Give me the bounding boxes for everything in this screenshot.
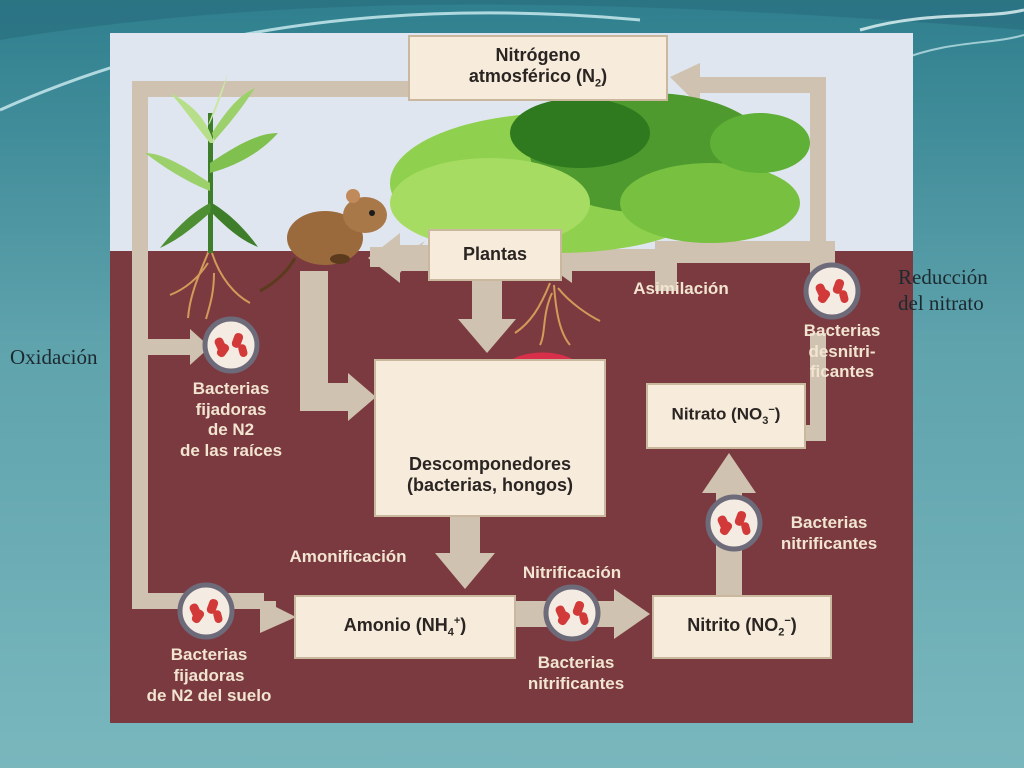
diagram-artwork <box>132 63 913 723</box>
nitrifying-bacteria-bottom-label: Bacterias nitrificantes <box>527 653 625 693</box>
decomposers-line2: (bacterias, hongos) <box>406 475 574 496</box>
denitrifying-bacteria-icon <box>806 265 858 317</box>
ammonification-label: Amonificación <box>289 547 407 566</box>
nitrate-reduction-label: Reducción del nitrato <box>898 265 988 316</box>
left-plant <box>145 73 278 253</box>
assimilation-label: Asimilación <box>633 279 729 298</box>
nitrogen-cycle-diagram: Nitrógeno atmosférico (N2) Plantas Desco… <box>110 33 913 723</box>
nitrifying-bacteria-right-label: Bacterias nitrificantes <box>780 513 878 553</box>
soil-fixing-bacteria-label: Bacterias fijadoras de N2 del suelo <box>146 645 272 706</box>
root-bacteria-icon <box>205 319 257 371</box>
decomposers-line1: Descomponedores <box>408 453 572 474</box>
atmospheric-nitrogen-box: Nitrógeno atmosférico (N2) <box>408 35 668 101</box>
plants-box: Plantas <box>428 229 562 281</box>
cycle-arrows <box>132 63 835 639</box>
nitrification-label: Nitrificación <box>522 563 622 582</box>
denitrifying-bacteria-label: Bacterias desnitri- ficantes <box>803 321 881 382</box>
soil-bacteria-icon <box>180 585 232 637</box>
nitrate-box: Nitrato (NO3−) <box>646 383 806 449</box>
decomposers-box: Descomponedores (bacterias, hongos) <box>374 359 606 517</box>
oxidation-label: Oxidación <box>10 345 98 369</box>
right-plant <box>390 93 810 253</box>
mouse-illustration <box>259 189 387 293</box>
roots <box>169 247 601 346</box>
nitrite-box: Nitrito (NO2−) <box>652 595 832 659</box>
ammonium-box: Amonio (NH4+) <box>294 595 516 659</box>
nitrifying-bacteria-bottom-icon <box>546 587 598 639</box>
root-fixing-bacteria-label: Bacterias fijadoras de N2 de las raíces <box>179 379 283 461</box>
nitrifying-bacteria-right-icon <box>708 497 760 549</box>
nitrogen-line1: Nitrógeno <box>495 44 581 65</box>
